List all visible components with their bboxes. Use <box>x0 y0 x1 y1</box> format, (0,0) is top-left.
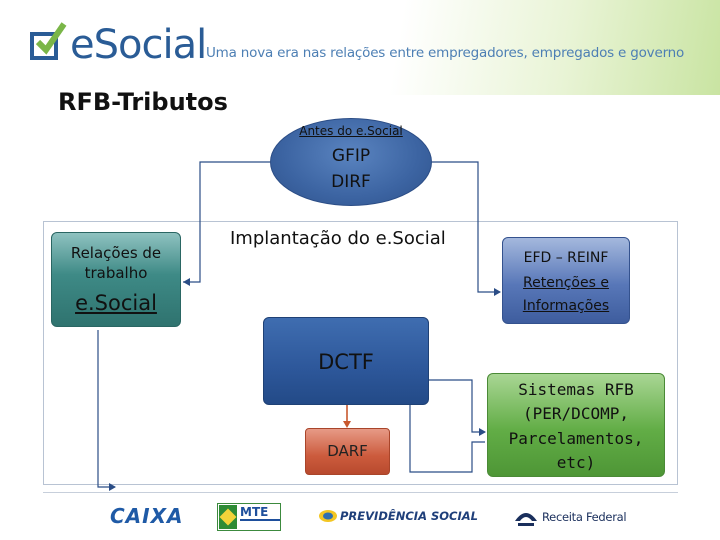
efd-reinf-box <box>502 237 630 324</box>
arrow-head-efd <box>494 288 501 296</box>
previdencia-logo-text: PREVIDÊNCIA SOCIAL <box>340 509 478 523</box>
logo-text: eSocial <box>70 22 207 68</box>
mte-underline <box>240 519 280 527</box>
connector-ellipse-to-relacoes <box>183 161 270 283</box>
arrow-head-relacoes <box>183 278 190 286</box>
arrow-head-sistemas-top <box>479 428 486 436</box>
implantation-frame <box>43 221 678 485</box>
sistemas-line1: Sistemas RFB <box>518 380 634 399</box>
connector-relacoes-to-footer <box>97 330 115 488</box>
arrow-head-footer <box>109 483 116 491</box>
dctf-label: DCTF <box>318 350 374 374</box>
esocial-logo-icon <box>30 22 67 60</box>
before-esocial-label: Antes do e.Social <box>299 124 403 138</box>
caixa-logo: CAIXA <box>110 504 184 528</box>
page-title: RFB-Tributos <box>58 88 228 116</box>
arrow-head-darf <box>343 421 351 428</box>
dctf-box <box>263 317 429 405</box>
relacoes-label-line2: trabalho <box>84 264 148 282</box>
sistemas-line3: Parcelamentos, <box>508 429 644 448</box>
darf-label: DARF <box>327 442 368 460</box>
relacoes-box <box>51 232 181 327</box>
efd-line1: EFD – REINF <box>523 250 609 266</box>
receita-emblem-icon <box>515 513 537 526</box>
before-item-gfip: GFIP <box>331 146 371 166</box>
header-band <box>0 0 720 95</box>
footer-divider <box>43 492 678 493</box>
before-item-dirf: DIRF <box>331 172 371 192</box>
sistemas-rfb-box <box>487 373 665 477</box>
connector-dctf-to-sistemas-lower <box>409 405 485 473</box>
previdencia-emblem-icon <box>319 510 337 522</box>
relacoes-label-line1: Relações de <box>70 244 162 262</box>
efd-line2: Retenções e <box>523 275 609 291</box>
receita-logo-text: Receita Federal <box>542 510 627 524</box>
header-tagline: Uma nova era nas relações entre empregad… <box>206 45 685 61</box>
connector-ellipse-to-efd <box>432 161 500 293</box>
darf-box <box>305 428 390 475</box>
mte-logo-text: MTE <box>240 505 269 519</box>
sistemas-line2: (PER/DCOMP, <box>523 404 629 423</box>
implantacao-heading: Implantação do e.Social <box>230 228 446 249</box>
efd-line3: Informações <box>522 298 610 314</box>
sistemas-line4: etc) <box>556 453 596 472</box>
relacoes-brand: e.Social <box>75 291 157 315</box>
before-esocial-ellipse <box>270 118 432 206</box>
